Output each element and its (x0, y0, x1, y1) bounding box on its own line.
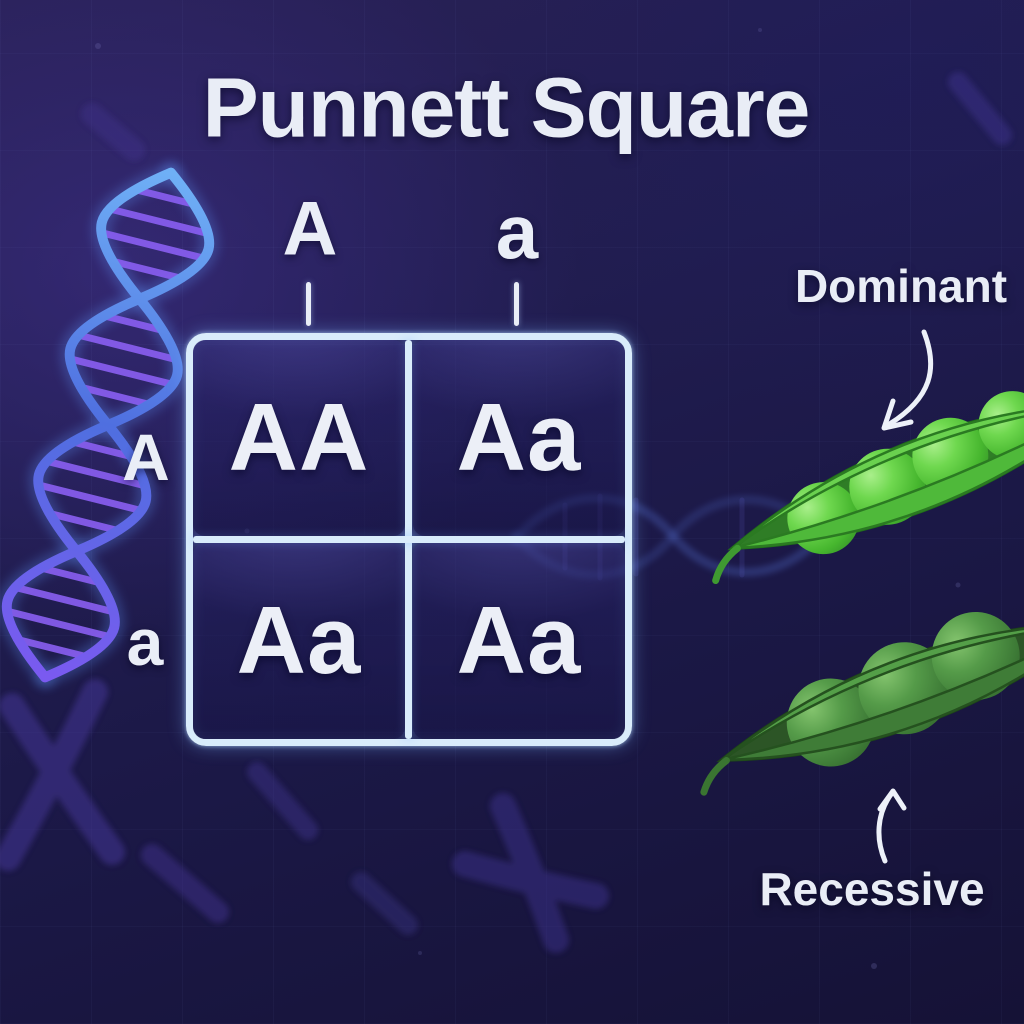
pod-interior (727, 400, 1024, 551)
arrow-recessive-icon (876, 788, 907, 864)
genotype-text: Aa (236, 587, 362, 694)
pod-top-rim (721, 621, 1024, 762)
genotype-text: Aa (456, 587, 582, 694)
punnett-grid: AA Aa Aa Aa (186, 333, 632, 746)
pod-tip (712, 544, 741, 585)
side-allele-A: A (122, 420, 170, 494)
punnett-cell-r0c1: Aa (413, 340, 625, 536)
chromosome-x-icon (0, 679, 125, 871)
dominant-label: Dominant (794, 260, 1008, 312)
dna-rungs (3, 185, 212, 661)
pod-front-shell (721, 622, 1024, 762)
pea-pod-dominant (712, 391, 1024, 585)
pod-top-rim (732, 401, 1024, 550)
punnett-cell-r1c0: Aa (193, 543, 405, 739)
page-title: Punnett Square (202, 60, 811, 155)
punnett-cell-r1c1: Aa (413, 543, 625, 739)
genotype-text: Aa (456, 384, 582, 491)
top-tick-right (514, 282, 519, 326)
grid-divider-horizontal (193, 536, 625, 543)
punnett-cell-r0c0: AA (193, 340, 405, 536)
pod-interior (716, 621, 1024, 763)
arrow-dominant-icon (881, 329, 934, 431)
top-tick-left (306, 282, 311, 326)
peas (786, 611, 1020, 767)
genotype-text: AA (228, 384, 370, 491)
recessive-label: Recessive (759, 863, 985, 915)
pea-pod-recessive (700, 611, 1024, 796)
peas (787, 391, 1024, 555)
top-allele-A: A (282, 186, 338, 272)
chromosome-x-icon (452, 793, 609, 953)
top-allele-a: a (495, 190, 539, 276)
pod-front-shell (732, 401, 1024, 550)
pod-tip (700, 757, 730, 796)
side-allele-a: a (126, 605, 164, 679)
